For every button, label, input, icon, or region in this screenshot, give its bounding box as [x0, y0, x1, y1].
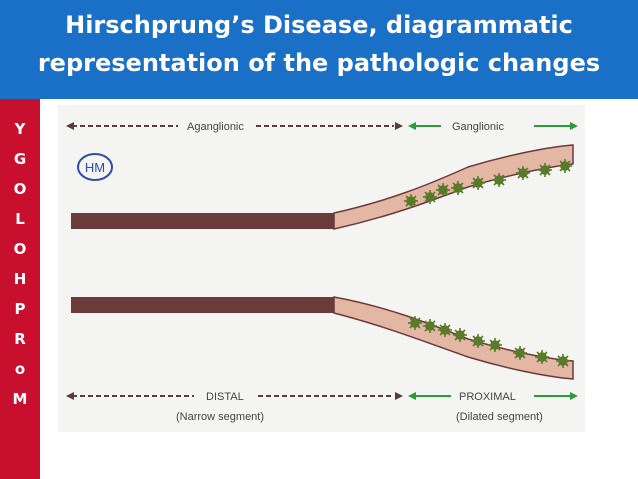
ganglion-cell-icon — [538, 163, 552, 177]
narrow-segment-label: (Narrow segment) — [176, 411, 264, 423]
ganglion-cell-icon — [453, 328, 467, 342]
morphology-sidebar: M o R P H O L O G Y — [0, 99, 40, 479]
title-banner: Hirschprung’s Disease, diagrammatic repr… — [0, 0, 638, 99]
ganglion-cell-icon — [423, 190, 437, 204]
sidebar-letter: o — [14, 360, 26, 378]
ganglion-cell-icon — [492, 173, 506, 187]
slide-title-line-1: Hirschprung’s Disease, diagrammatic — [65, 11, 573, 39]
ganglion-cell-icon — [404, 194, 418, 208]
slide-title: Hirschprung’s Disease, diagrammatic repr… — [0, 6, 638, 82]
distal-label: DISTAL — [206, 391, 244, 403]
ganglion-cell-icon — [556, 354, 570, 368]
hm-logo-text: HM — [85, 160, 105, 175]
proximal-label: PROXIMAL — [459, 391, 516, 403]
sidebar-letter: R — [14, 330, 26, 348]
ganglion-cell-icon — [423, 319, 437, 333]
hirschsprung-diagram: Aganglionic Ganglionic HM — [58, 105, 585, 432]
sidebar-letter: Y — [14, 120, 26, 138]
ganglion-cell-icon — [436, 183, 450, 197]
dilated-segment-lower-wall — [333, 296, 574, 380]
sidebar-letter: H — [13, 270, 27, 288]
ganglion-cell-icon — [471, 176, 485, 190]
narrow-segment-upper-wall — [71, 213, 334, 229]
ganglion-cell-icon — [535, 350, 549, 364]
ganglion-cell-icon — [438, 323, 452, 337]
proximal-arrow: PROXIMAL (Dilated segment) — [408, 391, 578, 423]
ganglion-cell-icon — [516, 166, 530, 180]
dilated-segment-label: (Dilated segment) — [456, 411, 543, 423]
aganglionic-arrow: Aganglionic — [66, 121, 403, 133]
distal-arrow: DISTAL (Narrow segment) — [66, 391, 403, 423]
sidebar-letter: P — [14, 300, 26, 318]
sidebar-letter: M — [12, 390, 28, 408]
ganglion-cell-icon — [513, 346, 527, 360]
sidebar-letter: O — [13, 240, 27, 258]
ganglionic-arrow: Ganglionic — [408, 121, 578, 133]
ganglion-cell-icon — [408, 316, 422, 330]
slide-title-line-2: representation of the pathologic changes — [37, 49, 601, 77]
diagram-svg: Aganglionic Ganglionic HM — [66, 121, 578, 423]
ganglion-cell-icon — [488, 338, 502, 352]
ganglion-cell-icon — [558, 159, 572, 173]
ganglion-cell-icon — [451, 181, 465, 195]
upper-ganglion-cells — [404, 159, 572, 208]
narrow-segment-lower-wall — [71, 297, 334, 313]
lower-ganglion-cells — [408, 316, 570, 368]
sidebar-letter: G — [13, 150, 27, 168]
ganglion-cell-icon — [471, 334, 485, 348]
ganglionic-label: Ganglionic — [452, 121, 504, 133]
aganglionic-label: Aganglionic — [187, 121, 244, 133]
sidebar-letter: L — [15, 210, 25, 228]
hm-logo: HM — [77, 153, 113, 181]
sidebar-letter: O — [13, 180, 27, 198]
